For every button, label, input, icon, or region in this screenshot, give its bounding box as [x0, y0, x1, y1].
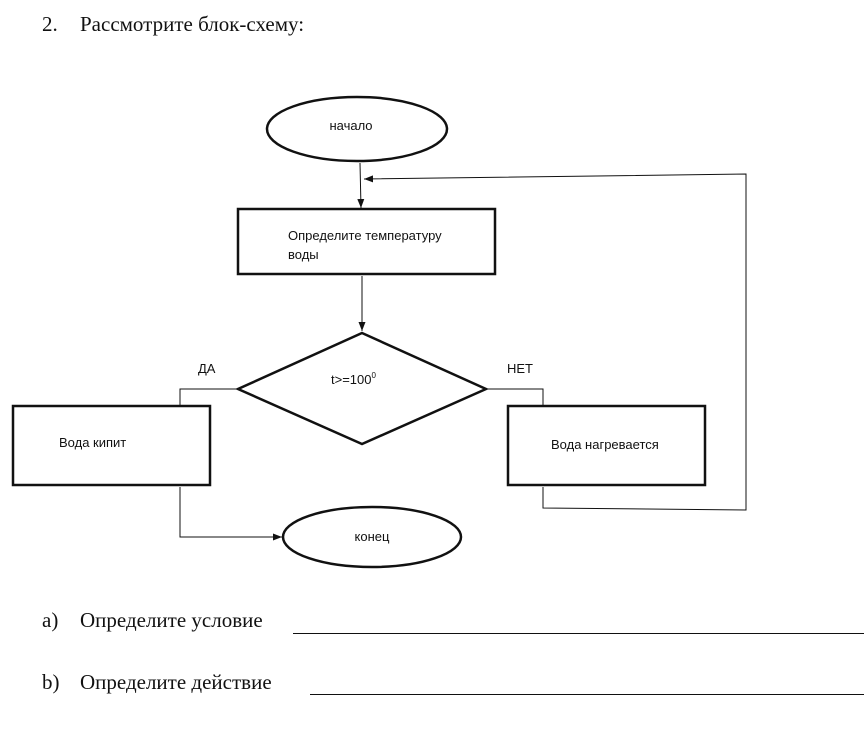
no-label: НЕТ — [507, 361, 533, 376]
connector-no-branch — [486, 388, 544, 405]
task-title: Рассмотрите блок-схему: — [80, 12, 305, 36]
arrow-start-to-process — [357, 162, 365, 209]
condition-expression: t>=100 — [331, 372, 372, 387]
question-b-text: Определите действие — [80, 670, 272, 694]
task-number: 2. — [42, 12, 58, 36]
flowchart: начало Определите температуру воды t>=10… — [11, 95, 747, 569]
end-label: конец — [355, 529, 390, 544]
yes-action-box — [11, 404, 212, 487]
start-label: начало — [329, 118, 372, 133]
arrow-loop-back — [363, 173, 747, 511]
yes-action-label: Вода кипит — [59, 435, 126, 450]
question-b: b) Определите действие — [42, 670, 272, 695]
answer-line-b[interactable] — [310, 694, 864, 695]
question-a-marker: a) — [42, 608, 59, 632]
no-action-box — [506, 404, 707, 487]
process-label-line-1: Определите температуру — [288, 228, 442, 243]
arrow-yes-to-end — [179, 487, 282, 541]
question-a: a) Определите условие — [42, 608, 263, 633]
condition-diamond — [234, 331, 490, 446]
condition-label: t>=1000 — [331, 371, 377, 387]
connector-yes-branch — [179, 388, 238, 405]
start-terminal — [265, 95, 449, 163]
answer-line-a[interactable] — [293, 633, 864, 634]
question-a-text: Определите условие — [80, 608, 263, 632]
question-b-marker: b) — [42, 670, 60, 694]
process-box — [236, 207, 497, 276]
task-heading: 2. Рассмотрите блок-схему: — [42, 12, 304, 37]
end-terminal — [281, 505, 463, 569]
yes-label: ДА — [198, 361, 216, 376]
no-action-label: Вода нагревается — [551, 437, 659, 452]
process-label: Определите температуру воды — [288, 228, 445, 262]
process-label-line-2: воды — [288, 247, 319, 262]
condition-degree: 0 — [372, 371, 377, 380]
